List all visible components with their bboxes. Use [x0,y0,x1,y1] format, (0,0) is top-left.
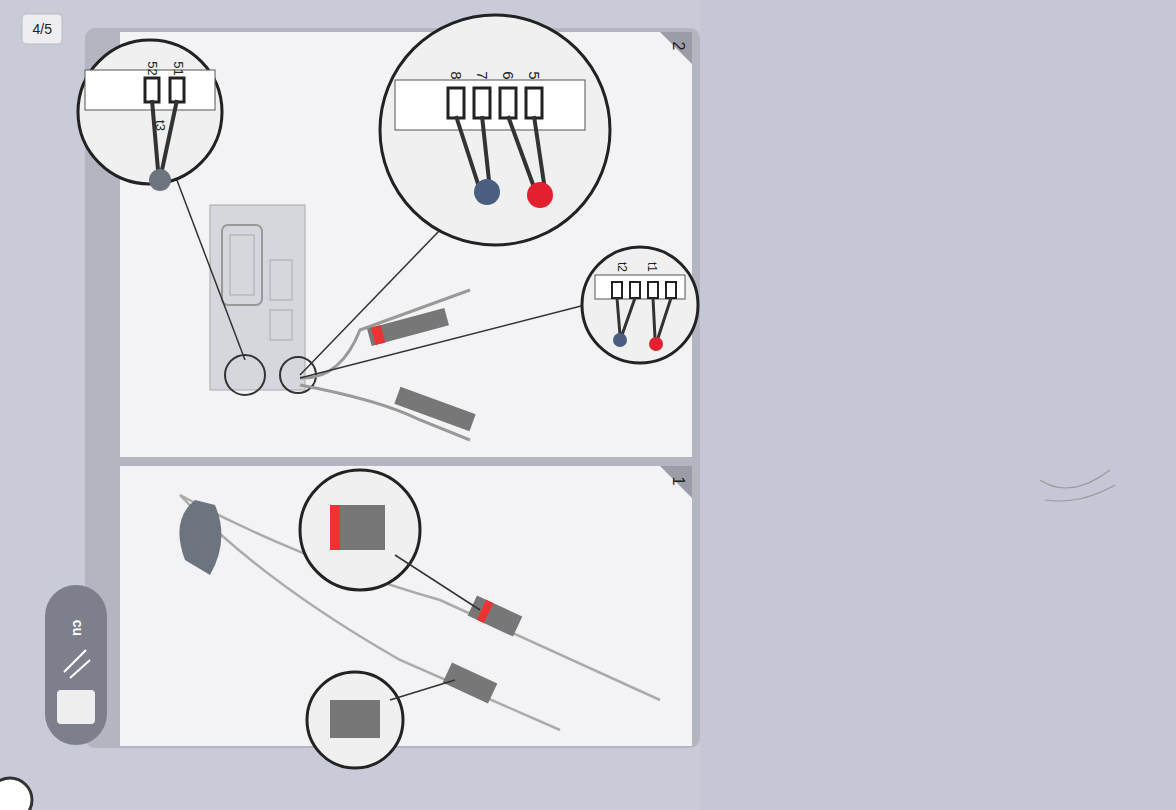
icon-text: cu [71,620,85,636]
sensor-probes [179,470,660,768]
page-margin [700,0,1176,810]
zoom-terminals-center [380,15,610,245]
terminal-label: 51 [172,61,185,75]
step-number: 2 [670,42,686,51]
terminal-icon [57,690,95,724]
step-number: 1 [670,477,686,486]
terminal-label: 8 [449,71,464,79]
sensor-label: t3 [153,120,166,131]
step-corner [660,466,692,498]
leader-line [175,175,245,360]
sensor-label: t2 [616,262,628,272]
zoom-terminals-right [582,247,698,363]
pen-mark [1040,470,1115,501]
terminal-label: 5 [527,71,542,79]
sensor-label: t1 [646,262,658,272]
terminal-label: 52 [146,61,159,75]
tool-icon [45,585,107,745]
step-corner [660,32,692,64]
leader-line [300,230,440,375]
page-tab [22,14,62,44]
terminal-label: 7 [475,71,490,79]
page-badge [0,778,32,810]
wire-icon [64,650,90,678]
controller-board [210,205,316,395]
zoom-terminals-top [78,40,222,191]
page-number: 4/5 [33,22,52,36]
step-panel [120,466,692,746]
leader-line [300,305,585,378]
terminal-label: 6 [501,71,516,79]
sensor-cables [300,290,476,440]
